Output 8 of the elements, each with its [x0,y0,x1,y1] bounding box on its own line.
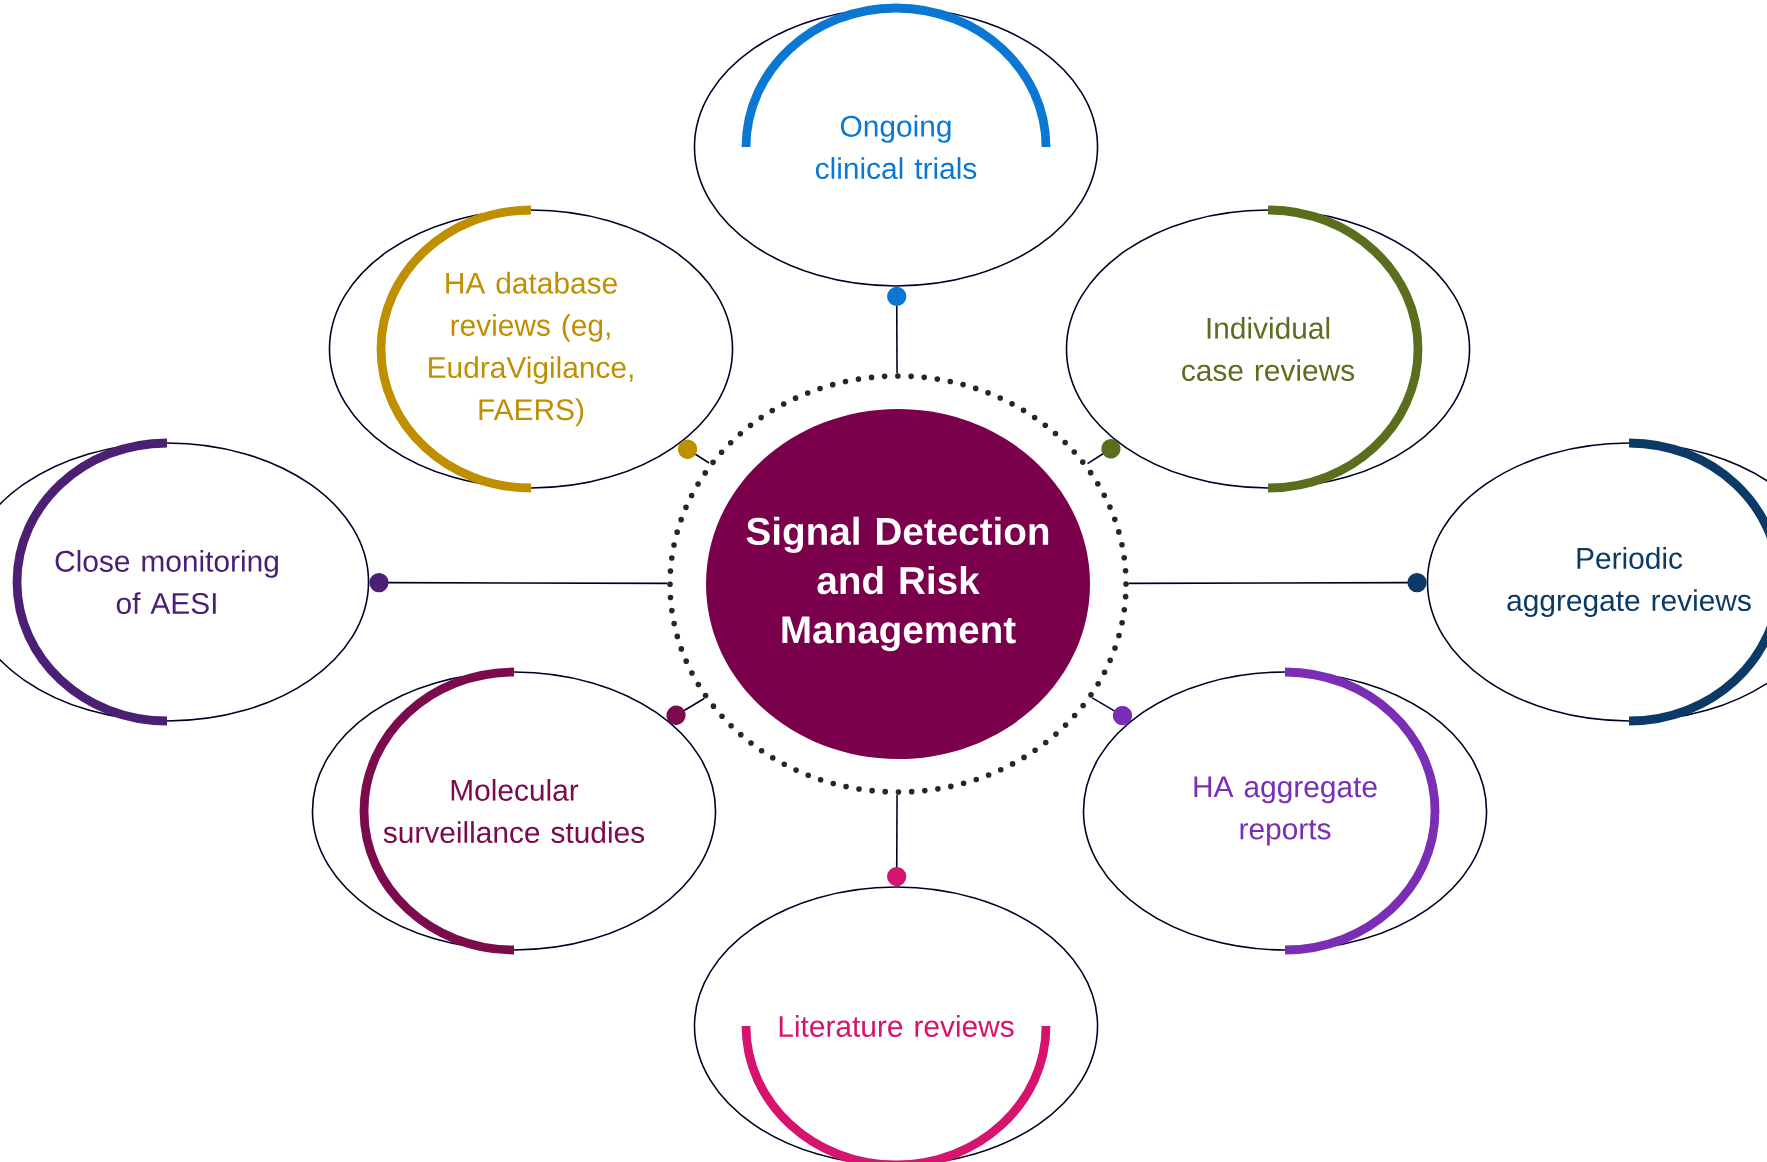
connector-line [1091,697,1133,726]
connector-line [887,794,907,887]
connector-line [677,439,710,464]
connector-line [1086,439,1121,465]
connector-line [369,572,668,593]
connector-line [1128,572,1427,593]
connector-line [887,286,907,374]
connector-line [666,697,706,725]
